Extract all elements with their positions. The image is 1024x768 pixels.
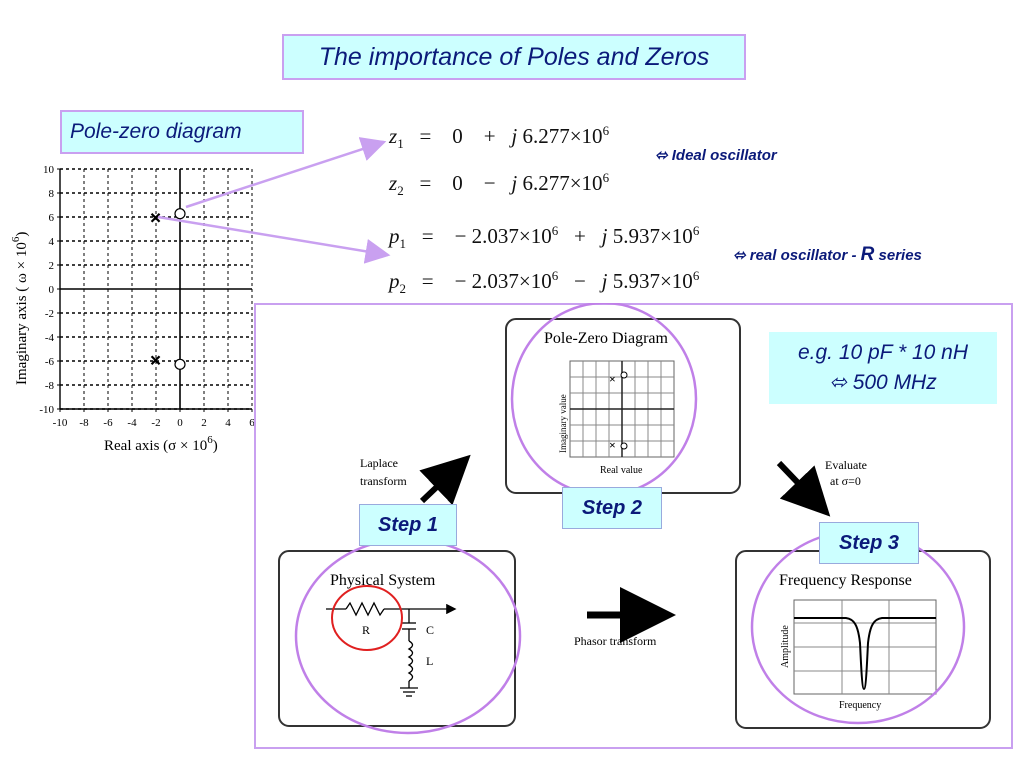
example-values-box: e.g. 10 pF * 10 nH ⬄ 500 MHz xyxy=(769,332,997,404)
equation-z1: z1 = 0 + j 6.277×106 xyxy=(389,123,610,152)
pole-zero-label: Pole-zero diagram xyxy=(60,110,304,154)
equation-p2: p2 = − 2.037×106 − j 5.937×106 xyxy=(389,268,700,297)
laplace-label-1: Laplace xyxy=(360,456,398,470)
x-tick-label: 0 xyxy=(177,417,183,429)
frequency-response-curve xyxy=(794,617,936,691)
physical-panel-frame xyxy=(278,550,516,727)
pz-mini-ylabel: Imaginary value xyxy=(558,394,568,453)
physical-panel-title: Physical System xyxy=(330,572,436,589)
laplace-label-2: transform xyxy=(360,474,407,488)
step-3-label: Step 3 xyxy=(819,522,919,564)
pz-mini-zero-bottom xyxy=(620,442,628,450)
laplace-arrow xyxy=(419,454,471,506)
frequency-label: Frequency xyxy=(839,700,881,711)
example-line-1: e.g. 10 pF * 10 nH xyxy=(797,341,969,364)
x-tick-label: -8 xyxy=(79,417,89,429)
circuit xyxy=(326,601,457,697)
ideal-oscillator-note: ⬄ Ideal oscillator xyxy=(655,147,777,164)
step-1-label: Step 1 xyxy=(359,504,457,546)
freq-grid xyxy=(793,599,937,695)
zero-marker xyxy=(174,358,186,370)
y-tick-label: 2 xyxy=(49,260,55,272)
connector-arrows xyxy=(157,137,391,264)
example-line-2: ⬄ 500 MHz xyxy=(829,371,937,394)
resistor-label: R xyxy=(362,623,370,637)
y-tick-labels: 10 8 6 4 2 0 -2 -4 -6 -8 -10 xyxy=(39,164,60,416)
x-tick-labels: -10 -8 -6 -4 -2 0 2 4 6 xyxy=(53,409,255,429)
step-2-label: Step 2 xyxy=(562,487,662,529)
y-tick-label: -8 xyxy=(45,380,55,392)
y-tick-label: -6 xyxy=(45,356,55,368)
capacitor-label: C xyxy=(426,623,434,637)
inductor-label: L xyxy=(426,654,433,668)
y-tick-label: -4 xyxy=(45,332,55,344)
y-tick-label: 4 xyxy=(49,236,55,248)
equation-p1: p1 = − 2.037×106 + j 5.937×106 xyxy=(389,223,700,252)
evaluate-label-1: Evaluate xyxy=(825,458,867,472)
resistor-highlight-circle xyxy=(331,585,403,651)
y-tick-label: 8 xyxy=(49,188,55,200)
amplitude-label: Amplitude xyxy=(780,625,791,668)
pole-connector-arrow xyxy=(157,215,391,264)
y-tick-label: 10 xyxy=(43,164,55,176)
pz-mini-xlabel: Real value xyxy=(600,465,643,476)
x-tick-label: 2 xyxy=(201,417,207,429)
y-tick-label: 0 xyxy=(49,284,55,296)
real-oscillator-note: ⬄ real oscillator - R series xyxy=(733,244,922,265)
x-tick-label: 4 xyxy=(225,417,231,429)
pole-marker xyxy=(150,212,161,223)
evaluate-label-2: at σ=0 xyxy=(830,474,861,488)
pz-panel-title: Pole-Zero Diagram xyxy=(544,330,669,347)
y-tick-label: 6 xyxy=(49,212,55,224)
zero-marker xyxy=(174,208,186,220)
pz-mini-zero-top xyxy=(620,371,628,379)
x-tick-label: 6 xyxy=(249,417,255,429)
frequency-panel-title: Frequency Response xyxy=(779,572,912,589)
x-tick-label: -2 xyxy=(151,417,160,429)
pz-mini-grid xyxy=(569,360,675,458)
pz-mini-cross-bottom: × xyxy=(609,438,616,452)
x-axis-label: Real axis (σ × 106) xyxy=(104,434,218,454)
pz-mini-cross-top: × xyxy=(609,372,616,386)
page-title: The importance of Poles and Zeros xyxy=(282,34,746,80)
zero-connector-arrow xyxy=(185,137,387,209)
plot-marks xyxy=(150,208,186,370)
equation-z2: z2 = 0 − j 6.277×106 xyxy=(389,170,610,199)
y-tick-label: -2 xyxy=(45,308,54,320)
x-tick-label: -4 xyxy=(127,417,137,429)
pole-zero-plot: 10 8 6 4 2 0 -2 -4 -6 -8 -10 -10 -8 -6 -4 -2 0 2 4 6 Imagi… xyxy=(10,164,255,454)
y-tick-label: -10 xyxy=(39,404,54,416)
x-tick-label: -6 xyxy=(103,417,113,429)
phasor-label: Phasor transform xyxy=(574,634,657,648)
y-axis-label: Imaginary axis ( ω × 106) xyxy=(10,232,30,385)
evaluate-arrow xyxy=(776,460,831,517)
pole-marker xyxy=(150,355,161,366)
x-tick-label: -10 xyxy=(53,417,68,429)
